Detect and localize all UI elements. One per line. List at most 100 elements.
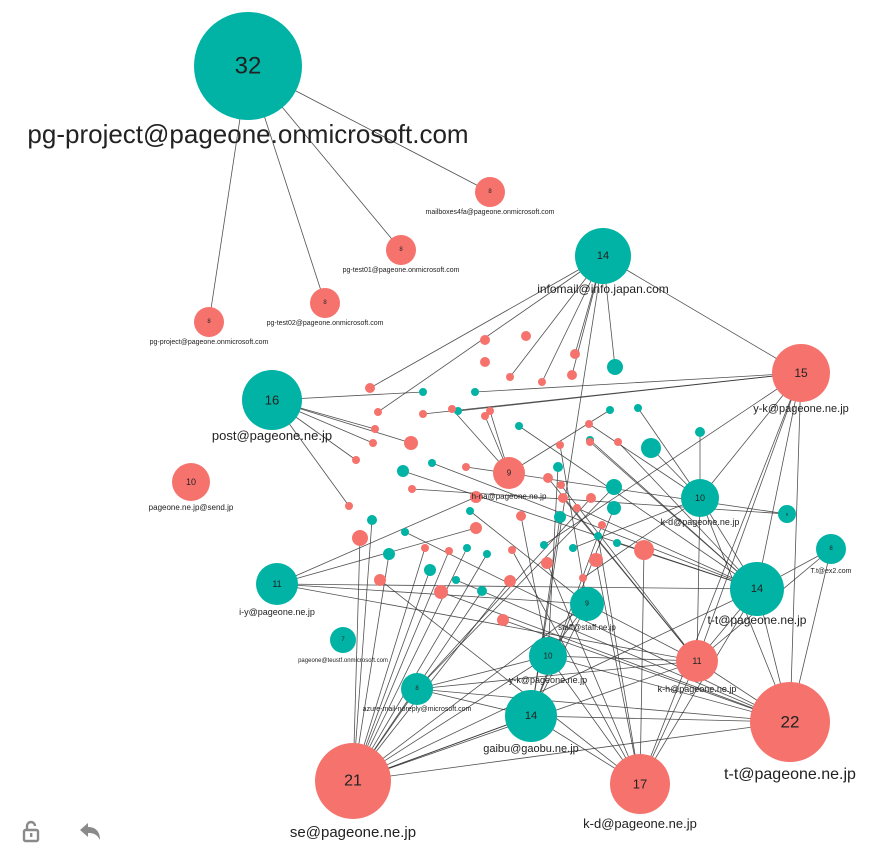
node-circle[interactable] xyxy=(816,534,846,564)
small-node[interactable] xyxy=(483,550,491,558)
small-node[interactable] xyxy=(445,547,453,555)
small-node[interactable] xyxy=(634,540,654,560)
node-circle[interactable] xyxy=(172,463,210,501)
node-circle[interactable] xyxy=(610,754,670,814)
small-node[interactable] xyxy=(419,410,427,418)
small-node[interactable] xyxy=(589,553,603,567)
small-node[interactable] xyxy=(558,493,568,503)
small-node[interactable] xyxy=(606,479,622,495)
node-circle[interactable] xyxy=(750,682,830,762)
small-node[interactable] xyxy=(586,493,596,503)
small-node[interactable] xyxy=(397,465,409,477)
small-node[interactable] xyxy=(421,544,429,552)
small-node[interactable] xyxy=(606,406,614,414)
small-node[interactable] xyxy=(540,541,548,549)
node-circle[interactable] xyxy=(401,673,433,705)
small-node[interactable] xyxy=(579,574,587,582)
node-circle[interactable] xyxy=(778,505,796,523)
small-node[interactable] xyxy=(419,388,427,396)
small-node[interactable] xyxy=(428,459,436,467)
small-node[interactable] xyxy=(371,425,379,433)
small-node[interactable] xyxy=(516,511,526,521)
small-node[interactable] xyxy=(383,548,395,560)
node-pgt02[interactable]: 8pg-test02@pageone.onmicrosoft.com xyxy=(267,288,384,327)
small-node[interactable] xyxy=(481,412,489,420)
node-iy[interactable]: 11i-y@pageone.ne.jp xyxy=(239,563,315,617)
node-circle[interactable] xyxy=(194,307,224,337)
node-circle[interactable] xyxy=(772,344,830,402)
small-node[interactable] xyxy=(521,331,531,341)
small-node[interactable] xyxy=(543,473,553,483)
node-small8[interactable]: 8 xyxy=(778,505,796,523)
node-kd10[interactable]: 10k-d@pageone.ne.jp xyxy=(661,479,740,527)
node-circle[interactable] xyxy=(493,457,525,489)
small-node[interactable] xyxy=(695,427,705,437)
small-node[interactable] xyxy=(367,515,377,525)
small-node[interactable] xyxy=(374,408,382,416)
small-node[interactable] xyxy=(598,521,606,529)
node-circle[interactable] xyxy=(676,640,718,682)
small-node[interactable] xyxy=(585,420,593,428)
node-pgproj2[interactable]: 8pg-project@pageone.onmicrosoft.com xyxy=(150,307,269,346)
small-node[interactable] xyxy=(569,544,577,552)
small-node[interactable] xyxy=(448,405,456,413)
small-node[interactable] xyxy=(504,575,516,587)
node-hna[interactable]: 9h-na@pageone.ne.jp xyxy=(472,457,547,501)
node-circle[interactable] xyxy=(575,228,631,284)
node-yk15[interactable]: 15y-k@pageone.ne.jp xyxy=(753,344,849,415)
small-node[interactable] xyxy=(613,539,621,547)
node-circle[interactable] xyxy=(529,637,567,675)
small-node[interactable] xyxy=(573,504,581,512)
node-circle[interactable] xyxy=(475,177,505,207)
node-yk10[interactable]: 10y-k@pageone.ne.jp xyxy=(509,637,587,685)
small-node[interactable] xyxy=(434,585,448,599)
small-node[interactable] xyxy=(506,373,514,381)
small-node[interactable] xyxy=(352,456,360,464)
node-circle[interactable] xyxy=(505,690,557,742)
small-node[interactable] xyxy=(374,574,386,586)
small-node[interactable] xyxy=(554,511,566,523)
node-circle[interactable] xyxy=(242,370,302,430)
small-node[interactable] xyxy=(470,491,482,503)
small-node[interactable] xyxy=(641,438,661,458)
node-circle[interactable] xyxy=(330,627,356,653)
node-circle[interactable] xyxy=(386,235,416,265)
small-node[interactable] xyxy=(466,507,474,515)
small-node[interactable] xyxy=(477,586,487,596)
node-pgt01[interactable]: 8pg-test01@pageone.onmicrosoft.com xyxy=(343,235,460,274)
node-circle[interactable] xyxy=(315,743,391,819)
small-node[interactable] xyxy=(470,522,482,534)
small-node[interactable] xyxy=(486,407,494,415)
node-tt8[interactable]: 8T.t@ex2.com xyxy=(811,534,852,575)
small-node[interactable] xyxy=(553,462,563,472)
small-node[interactable] xyxy=(570,349,580,359)
small-node[interactable] xyxy=(404,436,418,450)
small-node[interactable] xyxy=(452,576,460,584)
small-node[interactable] xyxy=(471,388,479,396)
small-node[interactable] xyxy=(634,404,642,412)
node-tt14[interactable]: 14t-t@pageone.ne.jp xyxy=(708,562,807,627)
node-kh[interactable]: 11k-h@pageone.ne.jp xyxy=(658,640,737,694)
small-node[interactable] xyxy=(369,439,377,447)
small-node[interactable] xyxy=(541,557,553,569)
small-node[interactable] xyxy=(567,370,577,380)
small-node[interactable] xyxy=(408,485,416,493)
small-node[interactable] xyxy=(480,357,490,367)
small-node[interactable] xyxy=(586,438,594,446)
small-node[interactable] xyxy=(401,528,409,536)
node-circle[interactable] xyxy=(681,479,719,517)
small-node[interactable] xyxy=(345,502,353,510)
small-node[interactable] xyxy=(607,501,621,515)
small-node[interactable] xyxy=(365,383,375,393)
small-node[interactable] xyxy=(424,564,436,576)
